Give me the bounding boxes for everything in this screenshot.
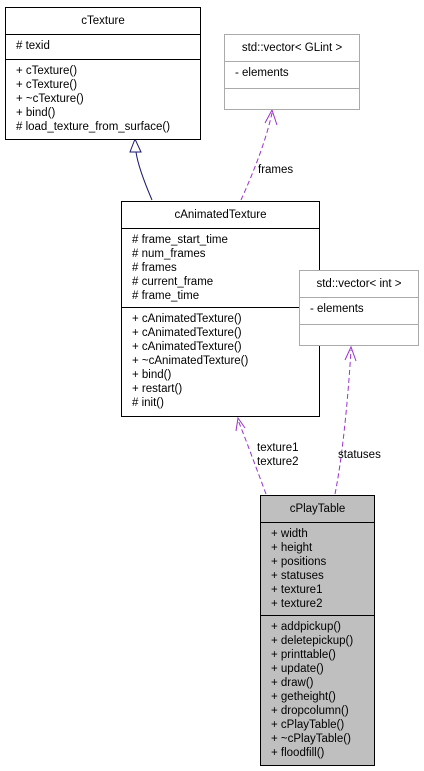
methods-section: + addpickup() + deletepickup() + printta… bbox=[261, 616, 374, 764]
attributes-section: + width + height + positions + statuses … bbox=[261, 523, 374, 616]
texture1-edge-label: texture1 bbox=[257, 442, 299, 454]
method: + cTexture() bbox=[16, 65, 78, 77]
methods-section bbox=[300, 325, 418, 346]
method: + ~cAnimatedTexture() bbox=[132, 355, 249, 367]
method: # init() bbox=[132, 397, 164, 409]
statuses-usage-edge bbox=[334, 349, 352, 495]
method: + getheight() bbox=[271, 691, 336, 703]
attribute: + positions bbox=[271, 556, 327, 568]
class-vector-int[interactable]: std::vector< int > - elements bbox=[299, 270, 419, 346]
attribute: + texture2 bbox=[271, 598, 323, 610]
frames-usage-arrowhead bbox=[264, 108, 278, 126]
class-name: cAnimatedTexture bbox=[122, 202, 319, 229]
method: + cAnimatedTexture() bbox=[132, 341, 242, 353]
method: + dropcolumn() bbox=[271, 705, 349, 717]
attributes-section: # frame_start_time # num_frames # frames… bbox=[122, 229, 319, 308]
attribute: # frames bbox=[132, 262, 177, 274]
attribute: # frame_time bbox=[132, 290, 200, 302]
class-name: cTexture bbox=[6, 8, 200, 35]
method: + bind() bbox=[132, 369, 172, 381]
method: + bind() bbox=[16, 107, 56, 119]
class-vector-glint[interactable]: std::vector< GLint > - elements bbox=[224, 34, 360, 110]
method: + deletepickup() bbox=[271, 635, 354, 647]
attribute: + statuses bbox=[271, 570, 324, 582]
texture-usage-edge bbox=[237, 419, 267, 495]
methods-section: + cAnimatedTexture() + cAnimatedTexture(… bbox=[122, 308, 319, 414]
attributes-section: # texid bbox=[6, 35, 200, 60]
method: + cTexture() bbox=[16, 79, 78, 91]
attributes-section: - elements bbox=[225, 62, 359, 89]
class-name: std::vector< int > bbox=[300, 271, 418, 298]
class-canimatedtexture[interactable]: cAnimatedTexture # frame_start_time # nu… bbox=[121, 201, 320, 417]
texture-usage-arrowhead bbox=[235, 416, 246, 432]
class-cplaytable[interactable]: cPlayTable + width + height + positions … bbox=[260, 495, 375, 766]
attribute: + width bbox=[271, 528, 308, 540]
method: + draw() bbox=[271, 677, 314, 689]
method: + printtable() bbox=[271, 649, 336, 661]
method: # load_texture_from_surface() bbox=[16, 121, 171, 133]
attribute: + texture1 bbox=[271, 584, 323, 596]
method: + update() bbox=[271, 663, 324, 675]
method: + ~cPlayTable() bbox=[271, 733, 351, 745]
method: + addpickup() bbox=[271, 621, 341, 633]
methods-section: + cTexture() + cTexture() + ~cTexture() … bbox=[6, 60, 200, 138]
attribute: + height bbox=[271, 542, 313, 554]
attribute: # texid bbox=[16, 40, 50, 52]
attribute: # num_frames bbox=[132, 248, 206, 260]
attribute: # current_frame bbox=[132, 276, 214, 288]
method: + cPlayTable() bbox=[271, 719, 345, 731]
methods-section bbox=[225, 89, 359, 110]
method: + restart() bbox=[132, 383, 183, 395]
class-ctexture[interactable]: cTexture # texid + cTexture() + cTexture… bbox=[5, 7, 201, 140]
frames-edge-label: frames bbox=[258, 164, 294, 176]
attributes-section: - elements bbox=[300, 298, 418, 325]
attribute: - elements bbox=[235, 67, 289, 79]
texture2-edge-label: texture2 bbox=[257, 456, 299, 468]
class-name: std::vector< GLint > bbox=[225, 35, 359, 62]
inheritance-edge bbox=[135, 151, 153, 201]
inheritance-arrowhead bbox=[129, 137, 142, 153]
frames-usage-edge bbox=[240, 112, 273, 201]
method: + cAnimatedTexture() bbox=[132, 313, 242, 325]
method: + ~cTexture() bbox=[16, 93, 84, 105]
statuses-usage-arrowhead bbox=[344, 345, 357, 362]
method: + floodfill() bbox=[271, 747, 325, 759]
statuses-edge-label: statuses bbox=[338, 449, 381, 461]
attribute: # frame_start_time bbox=[132, 234, 228, 246]
class-name: cPlayTable bbox=[261, 496, 374, 523]
method: + cAnimatedTexture() bbox=[132, 327, 242, 339]
attribute: - elements bbox=[310, 303, 364, 315]
